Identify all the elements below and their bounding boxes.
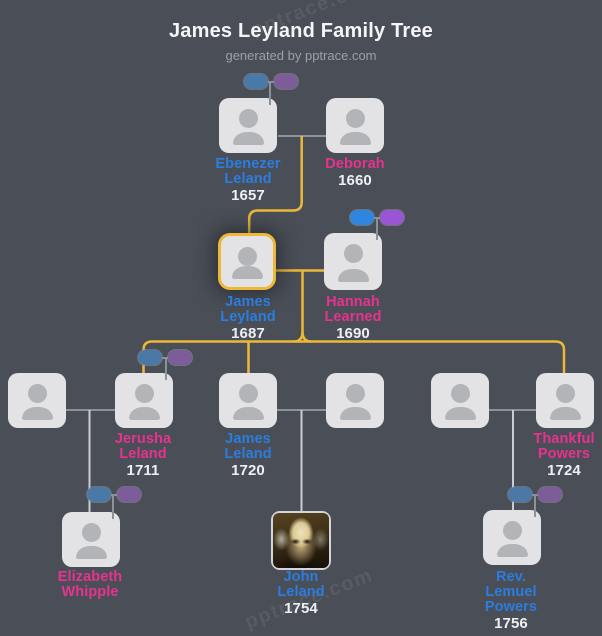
- person-silhouette-icon: [326, 98, 384, 153]
- birth-year: 1711: [126, 462, 160, 479]
- person-card-elizabeth-whipple[interactable]: [62, 512, 120, 567]
- birth-year: 1756: [494, 615, 528, 632]
- badge-drop-line: [165, 357, 167, 380]
- person-silhouette-icon: [324, 233, 382, 290]
- birth-year: 1724: [547, 462, 581, 479]
- male-pill-icon: [87, 487, 111, 502]
- birth-year: 1754: [284, 600, 318, 617]
- male-pill-icon: [508, 487, 532, 502]
- person-label-rev-lemuel-powers: Rev. Lemuel Powers 1756: [456, 570, 566, 632]
- person-label-james-leland: James Leland 1720: [193, 432, 303, 479]
- badge-connector: [265, 80, 277, 83]
- header: James Leyland Family Tree generated by p…: [0, 0, 602, 63]
- birth-year: 1660: [338, 172, 372, 189]
- female-pill-icon: [274, 74, 298, 89]
- badge-connector: [108, 493, 120, 496]
- person-silhouette-icon: [219, 373, 277, 428]
- badge-drop-line: [112, 494, 114, 519]
- person-label-elizabeth-whipple: Elizabeth Whipple: [57, 569, 123, 600]
- badge-drop-line: [376, 217, 378, 240]
- person-card-rev-lemuel-powers[interactable]: [483, 510, 541, 565]
- john-leland-portrait-photo: [273, 513, 329, 568]
- birth-year: 1690: [336, 325, 370, 342]
- person-silhouette-icon: [221, 236, 273, 287]
- person-label-james-leyland: James Leyland 1687: [193, 295, 303, 342]
- person-card-ebenezer-leland[interactable]: [219, 98, 277, 153]
- person-card-thankful-powers[interactable]: [536, 373, 594, 428]
- birth-year: 1657: [231, 187, 265, 204]
- page-title: James Leyland Family Tree: [168, 20, 434, 42]
- highlight-lineage-lines: [142, 136, 566, 374]
- male-pill-icon: [350, 210, 374, 225]
- birth-year: 1720: [231, 462, 265, 479]
- person-silhouette-icon: [431, 373, 489, 428]
- person-label-deborah: Deborah 1660: [300, 157, 410, 189]
- person-silhouette-icon: [536, 373, 594, 428]
- person-silhouette-icon: [8, 373, 66, 428]
- person-card-john-leland[interactable]: [271, 511, 331, 570]
- badge-drop-line: [269, 81, 271, 105]
- person-silhouette-icon: [62, 512, 120, 567]
- person-card-james-leland[interactable]: [219, 373, 277, 428]
- person-silhouette-icon: [483, 510, 541, 565]
- male-pill-icon: [138, 350, 162, 365]
- person-card-deborah[interactable]: [326, 98, 384, 153]
- person-label-thankful-powers: Thankful Powers 1724: [509, 432, 602, 479]
- person-label-john-leland: John Leland 1754: [246, 570, 356, 617]
- person-card-jerusha-leland[interactable]: [115, 373, 173, 428]
- person-card-unnamed-spouse-3[interactable]: [431, 373, 489, 428]
- person-card-hannah-learned[interactable]: [324, 233, 382, 290]
- person-silhouette-icon: [219, 98, 277, 153]
- page-subtitle: generated by pptrace.com: [225, 48, 377, 63]
- person-label-hannah-learned: Hannah Learned 1690: [298, 295, 408, 342]
- female-pill-icon: [538, 487, 562, 502]
- female-pill-icon: [168, 350, 192, 365]
- person-silhouette-icon: [326, 373, 384, 428]
- person-label-jerusha-leland: Jerusha Leland 1711: [88, 432, 198, 479]
- female-pill-icon: [380, 210, 404, 225]
- birth-year: 1687: [231, 325, 265, 342]
- female-pill-icon: [117, 487, 141, 502]
- person-label-ebenezer-leland: Ebenezer Leland 1657: [193, 157, 303, 204]
- person-card-unnamed-spouse-2[interactable]: [326, 373, 384, 428]
- person-card-unnamed-spouse-1[interactable]: [8, 373, 66, 428]
- person-silhouette-icon: [115, 373, 173, 428]
- person-card-james-leyland-highlighted[interactable]: [218, 233, 276, 290]
- male-pill-icon: [244, 74, 268, 89]
- badge-drop-line: [534, 494, 536, 517]
